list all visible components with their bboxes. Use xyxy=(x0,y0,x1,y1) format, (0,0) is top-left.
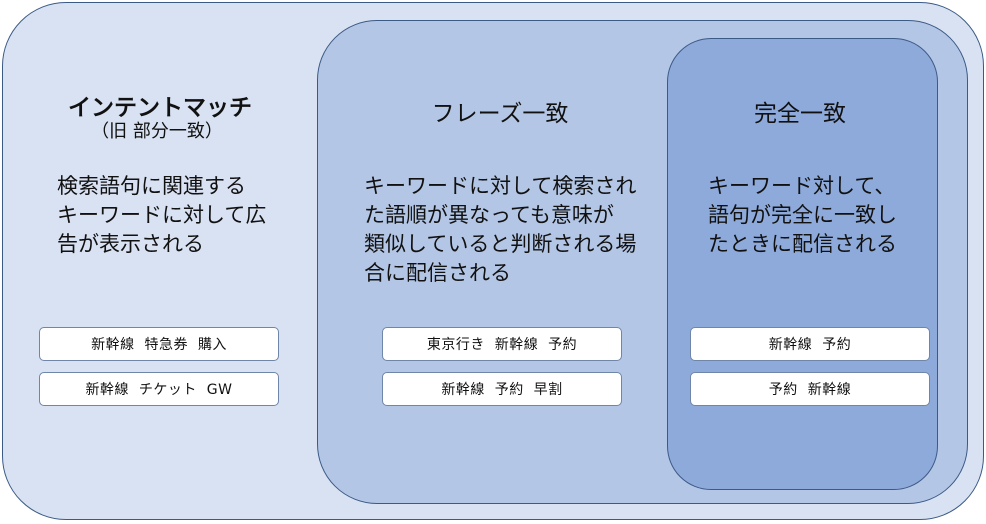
intent-keyword-1: 新幹線 特急券 購入 xyxy=(39,327,279,361)
exact-match-panel xyxy=(667,38,938,490)
exact-keyword-1: 新幹線 予約 xyxy=(690,327,930,361)
intent-match-description: 検索語句に関連する キーワードに対して広 告が表示される xyxy=(57,174,267,256)
intent-match-subtitle: （旧 部分一致） xyxy=(91,121,223,142)
exact-match-description: キーワード対して、 語句が完全に一致し たときに配信される xyxy=(708,174,897,256)
intent-match-title: インテントマッチ xyxy=(68,95,252,121)
phrase-match-description: キーワードに対して検索され た語順が異なっても意味が 類似していると判断される場… xyxy=(364,174,637,285)
exact-keyword-2: 予約 新幹線 xyxy=(690,372,930,406)
phrase-keyword-2: 新幹線 予約 早割 xyxy=(382,372,622,406)
exact-match-title: 完全一致 xyxy=(754,101,846,127)
intent-keyword-2: 新幹線 チケット GW xyxy=(39,372,279,406)
phrase-keyword-1: 東京行き 新幹線 予約 xyxy=(382,327,622,361)
phrase-match-title: フレーズ一致 xyxy=(431,101,569,127)
